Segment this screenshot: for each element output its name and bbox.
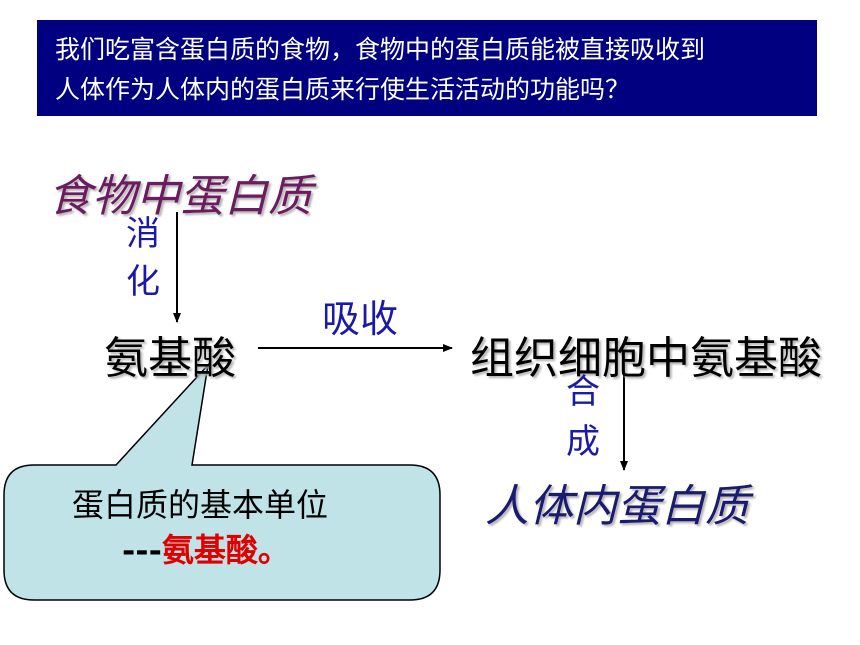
question-banner: 我们吃富含蛋白质的食物，食物中的蛋白质能被直接吸收到 人体作为人体内的蛋白质来行… xyxy=(37,20,817,116)
digest-char-2: 化 xyxy=(126,262,160,302)
food-protein-label: 食物中蛋白质 xyxy=(48,171,312,222)
body-protein-label: 人体内蛋白质 xyxy=(485,481,749,532)
callout-line-2: ---氨基酸。 xyxy=(122,525,290,571)
callout-line-1: 蛋白质的基本单位 xyxy=(72,486,329,524)
callout-end-mark: 。 xyxy=(257,531,290,569)
tissue-amino-acid-label: 组织细胞中氨基酸 xyxy=(470,333,822,384)
callout-bubble xyxy=(3,362,441,601)
synthesize-char-2: 成 xyxy=(566,422,600,462)
callout-dash: --- xyxy=(122,531,162,569)
synthesize-char-1: 合 xyxy=(566,372,600,412)
absorb-label: 吸收 xyxy=(322,297,399,341)
digest-char-1: 消 xyxy=(126,214,160,254)
amino-acid-label: 氨基酸 xyxy=(104,333,236,384)
question-line-1: 我们吃富含蛋白质的食物，食物中的蛋白质能被直接吸收到 xyxy=(55,35,706,64)
question-line-2: 人体作为人体内的蛋白质来行使生活活动的功能吗？ xyxy=(55,75,631,104)
callout-highlight: 氨基酸 xyxy=(161,531,258,569)
